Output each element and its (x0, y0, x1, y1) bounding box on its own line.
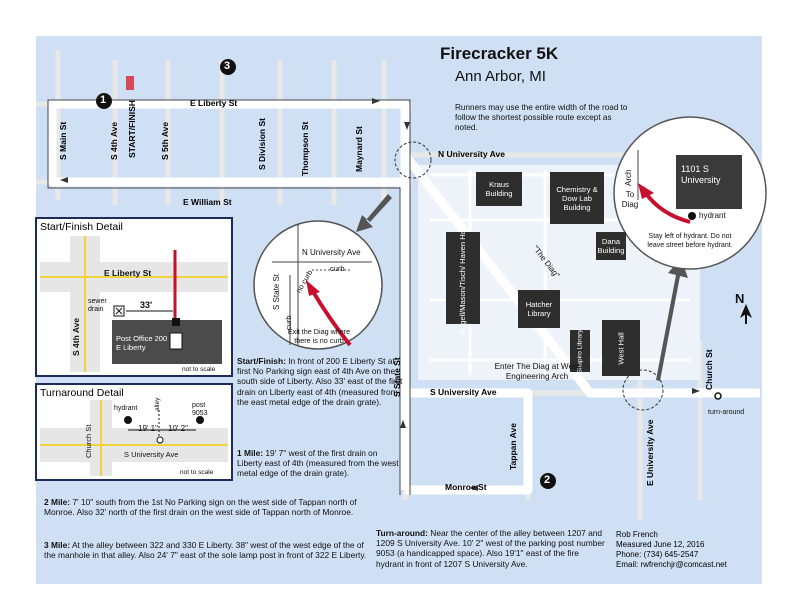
street-maynard: Maynard St (354, 126, 364, 172)
street-monroe: Monroe St (445, 482, 487, 492)
north-label: N (735, 291, 745, 306)
intro-note: Runners may use the entire width of the … (455, 103, 628, 132)
street-e-liberty: E Liberty St (190, 98, 238, 108)
note-mile1-text: 19' 7" west of the first drain on Libert… (237, 448, 399, 479)
arch-circle (622, 369, 664, 411)
start-detail-post-office: Post Office 200 E Liberty (116, 334, 168, 352)
arch-detail-hydrant: hydrant (699, 211, 726, 220)
diag-detail-curb: curb (330, 264, 345, 273)
note-start-label: Start/Finish: (237, 356, 286, 366)
street-e-university: E University Ave (645, 419, 655, 486)
turnaround-d1: 19' 1" (138, 424, 158, 433)
turnaround-detail-title: Turnaround Detail (40, 387, 124, 399)
arch-detail-note: Stay left of hydrant. Do not leave stree… (647, 233, 733, 249)
note-turn-text: Near the center of the alley between 120… (376, 528, 605, 569)
start-detail-distance: 33' (140, 300, 153, 310)
building-west-hall-label: West Hall (616, 331, 626, 365)
marker-3: 3 (224, 60, 231, 72)
street-thompson: Thompson St (300, 121, 310, 176)
enter-diag-label: Enter The Diag at West Engineering Arch (494, 362, 580, 381)
start-detail-street: E Liberty St (104, 268, 152, 278)
diag-detail-s-state: S State St (272, 273, 281, 310)
street-s-university: S University Ave (430, 387, 497, 397)
note-start-text: In front of 200 E Liberty St at first No… (237, 356, 403, 407)
turnaround-d2: 10' 2" (168, 424, 188, 433)
turnaround-post: post 9053 (192, 402, 208, 417)
street-n-university: N University Ave (438, 149, 505, 159)
start-detail-drawing (35, 217, 233, 377)
credits-measured: Measured June 12, 2016 (616, 540, 705, 549)
turnaround-scale: not to scale (180, 469, 214, 476)
diag-entry-circle (394, 141, 432, 179)
street-e-william: E William St (183, 197, 232, 207)
turnaround-point (714, 392, 722, 400)
start-detail-scale: not to scale (182, 366, 216, 373)
turnaround-detail-drawing (35, 383, 233, 481)
north-arrow (740, 304, 752, 324)
building-angell-label: Angell/Mason/Tisch/ Haven Halls (458, 222, 468, 334)
start-finish-mark (126, 76, 134, 90)
note-turn-label: Turn-around: (376, 528, 428, 538)
turnaround-church: Church St (84, 424, 93, 458)
turnaround-alley: alley (154, 397, 161, 411)
marker-2: 2 (544, 474, 551, 486)
turnaround-s-university: S University Ave (124, 450, 179, 459)
street-s-4th: S 4th Ave (109, 121, 119, 160)
arch-detail-to-diag: To Diag (621, 190, 639, 209)
building-hatcher: Hatcher Library (518, 290, 560, 328)
building-1101-label: 1101 S University (681, 164, 721, 185)
turnaround-hydrant: hydrant (114, 405, 138, 412)
street-s-5th: S 5th Ave (160, 121, 170, 160)
diag-detail-circle (253, 220, 383, 350)
turn-around-label: turn-around (708, 409, 745, 416)
building-shapiro: Shapiro Library (570, 329, 590, 373)
street-s-division: S Division St (257, 118, 267, 170)
diag-detail-exit-note: Exit the Diag where there is no curb (287, 327, 351, 345)
note-mile2-label: 2 Mile: (44, 497, 71, 507)
building-dana: Dana Building (596, 232, 626, 260)
arch-detail-arch: Arch (624, 169, 633, 186)
map-title: Firecracker 5K (440, 44, 559, 63)
credits-email: Email: rwfrenchjr@comcast.net (616, 560, 727, 569)
map-subtitle: Ann Arbor, MI (455, 68, 546, 85)
note-mile1-label: 1 Mile: (237, 448, 264, 458)
callout-arrows (356, 194, 688, 381)
credits: Rob French Measured June 12, 2016 Phone:… (616, 530, 727, 570)
route-edges (47, 99, 411, 495)
street-s-main: S Main St (58, 121, 68, 160)
note-mile2: 2 Mile: 7' 10" south from the 1st No Par… (44, 497, 370, 517)
note-mile2-text: 7' 10" south from the 1st No Parking sig… (44, 497, 357, 518)
street-tappan: Tappan Ave (508, 423, 518, 470)
note-start-finish: Start/Finish: In front of 200 E Liberty … (237, 356, 403, 407)
note-mile1: 1 Mile: 19' 7" west of the first drain o… (237, 448, 403, 479)
street-start-finish: START/FINISH (127, 100, 137, 158)
building-angell: Angell/Mason/Tisch/ Haven Halls (446, 222, 480, 334)
start-detail-4th: S 4th Ave (71, 317, 81, 356)
start-detail-sewer: sewer drain (88, 298, 107, 313)
street-church: Church St (704, 349, 714, 390)
note-turnaround: Turn-around: Near the center of the alle… (376, 528, 606, 569)
diag-detail-n-university: N University Ave (302, 248, 361, 257)
route-direction-arrows (60, 98, 700, 491)
mile-markers (96, 59, 556, 489)
note-mile3: 3 Mile: At the alley between 322 and 330… (44, 540, 370, 560)
credits-phone: Phone: (734) 645-2547 (616, 550, 699, 559)
building-chemistry: Chemistry & Dow Lab Building (550, 172, 604, 224)
building-west-hall: West Hall (602, 320, 640, 376)
arch-detail-circle (613, 116, 767, 270)
marker-1: 1 (100, 94, 107, 106)
note-mile3-text: At the alley between 322 and 330 E Liber… (44, 540, 367, 561)
note-mile3-label: 3 Mile: (44, 540, 71, 550)
credits-name: Rob French (616, 530, 658, 539)
building-kraus: Kraus Building (476, 172, 522, 206)
start-detail-title: Start/Finish Detail (40, 221, 123, 233)
